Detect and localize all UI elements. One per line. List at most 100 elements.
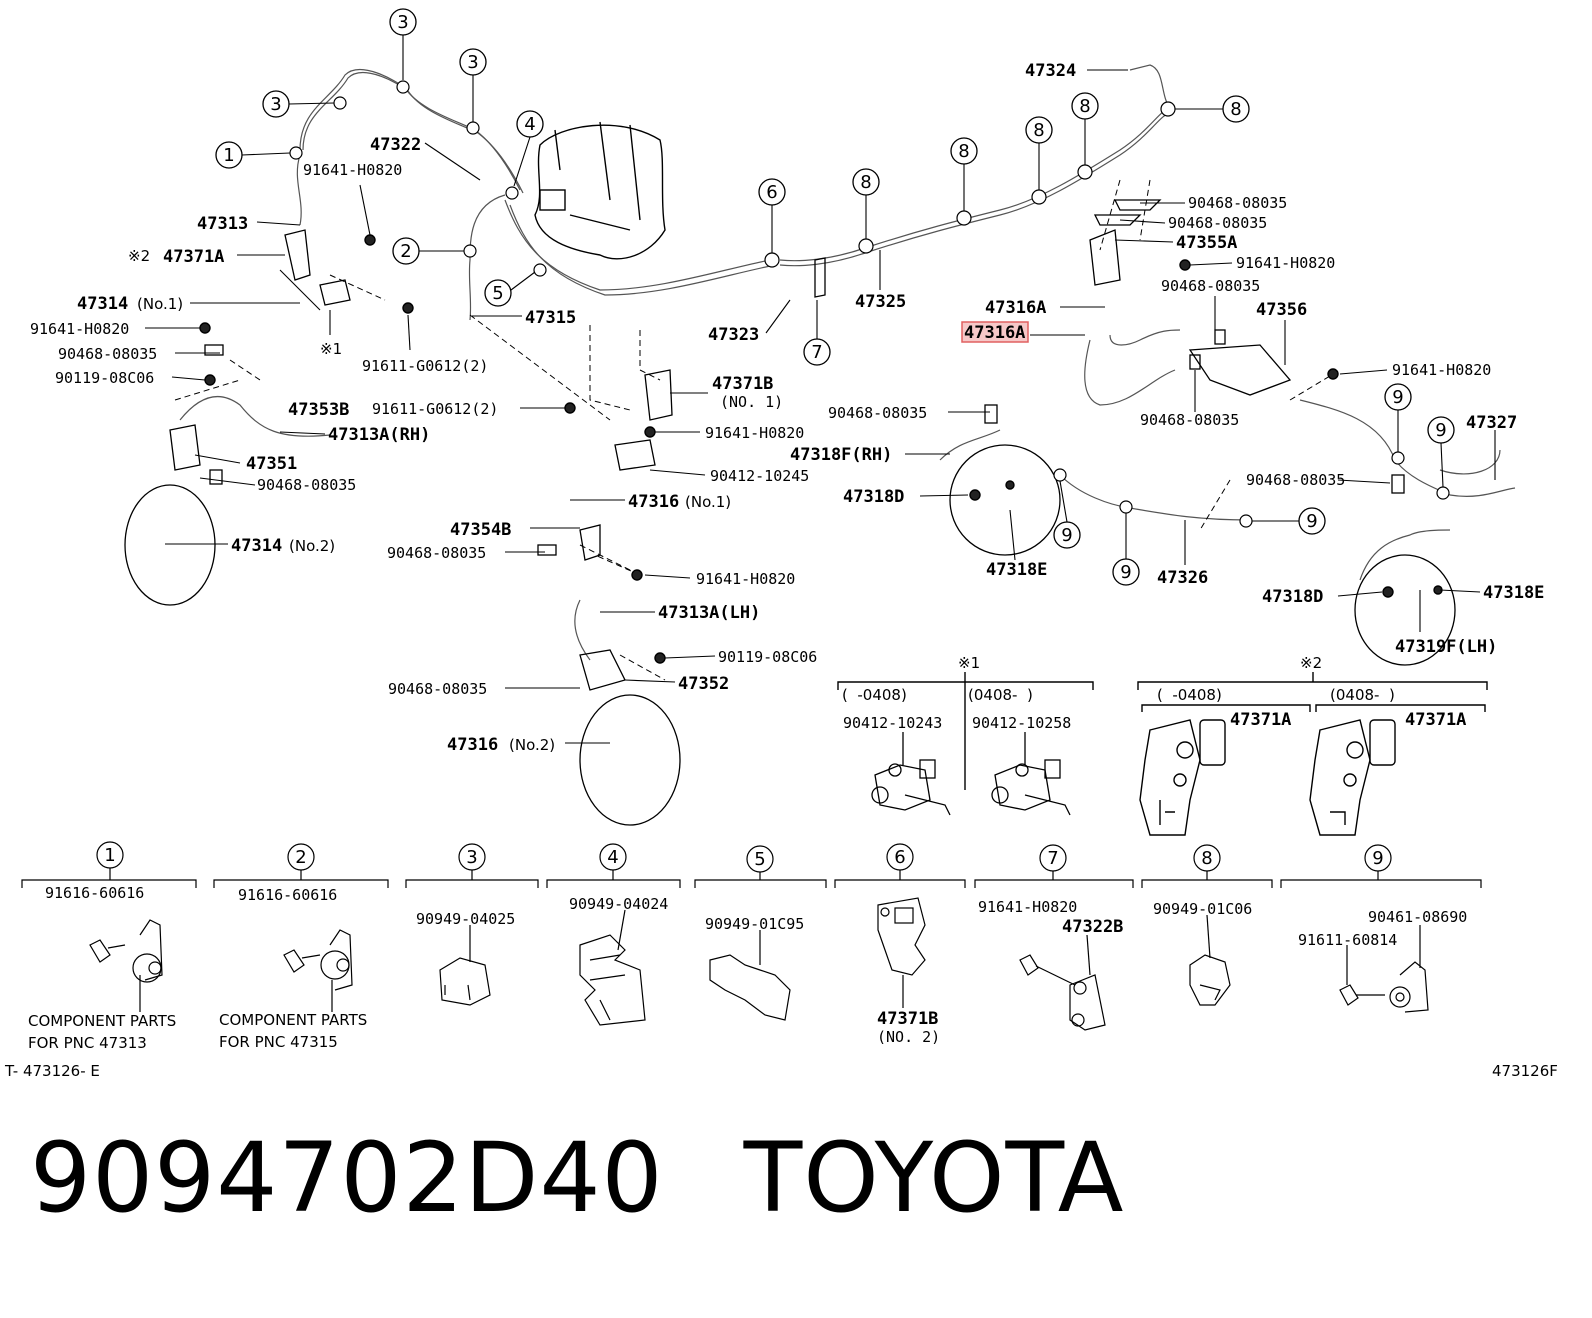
star1-label: ※1 <box>958 654 980 672</box>
variant-panel-star1: ※1 ( -0408) (0408- ) 90412-10243 90412-1… <box>837 654 1094 816</box>
label-47326: 47326 <box>1157 568 1208 588</box>
k7-pn2: 47322B <box>1062 917 1123 937</box>
label-47318D-a: 47318D <box>843 487 904 507</box>
k5-pn: 90949-01C95 <box>705 915 804 933</box>
label-47313: 47313 <box>197 214 248 234</box>
label-91641-H0820-c: 91641-H0820 <box>705 424 804 442</box>
engine-block <box>534 121 666 260</box>
label-no1c: (No.1) <box>685 493 731 511</box>
label-90468-08035-a: 90468-08035 <box>58 345 157 363</box>
part-labels: 47324 47322 91641-H0820 47313 ※2 47371A … <box>30 61 1544 755</box>
svg-text:2: 2 <box>295 847 306 868</box>
svg-text:9: 9 <box>1061 525 1072 546</box>
k3-pn: 90949-04025 <box>416 910 515 928</box>
component-strip <box>21 841 1482 1031</box>
label-no2b: (No.2) <box>509 736 555 754</box>
label-47316-no2: 47316 <box>447 735 498 755</box>
footer-part-number: 9094702D40 <box>30 1122 664 1234</box>
label-90468-08035-c: 90468-08035 <box>387 544 486 562</box>
label-47323: 47323 <box>708 325 759 345</box>
star1-pn2: 90412-10258 <box>972 714 1071 732</box>
label-47314-no1: 47314 <box>77 294 128 314</box>
label-91611-G0612-a: 91611-G0612(2) <box>362 357 488 375</box>
svg-text:1: 1 <box>223 145 234 166</box>
label-90119-08C06-a: 90119-08C06 <box>55 369 154 387</box>
label-47313A-lh: 47313A(LH) <box>658 603 760 623</box>
dashed-leaders <box>174 179 1341 681</box>
label-47318E-a: 47318E <box>986 560 1047 580</box>
label-47313A-rh: 47313A(RH) <box>328 425 430 445</box>
svg-text:9: 9 <box>1120 562 1131 583</box>
label-90468-08035-d: 90468-08035 <box>388 680 487 698</box>
label-91611-G0612-b: 91611-G0612(2) <box>372 400 498 418</box>
k9-pn2: 91611-60814 <box>1298 931 1397 949</box>
svg-text:7: 7 <box>811 342 822 363</box>
label-47316A-a: 47316A <box>985 298 1046 318</box>
label-47316-no1: 47316 <box>628 492 679 512</box>
callout-circles <box>215 8 1455 586</box>
k6-pn: 47371B <box>877 1009 938 1029</box>
svg-text:8: 8 <box>1230 99 1241 120</box>
k1-note1: COMPONENT PARTS <box>28 1012 176 1030</box>
highlight-box <box>961 321 1029 343</box>
svg-text:8: 8 <box>860 172 871 193</box>
sensor-circles <box>124 444 1456 826</box>
svg-text:7: 7 <box>1047 848 1058 869</box>
brake-lines <box>179 64 1516 661</box>
label-47318F-rh: 47318F(RH) <box>790 445 892 465</box>
svg-text:1: 1 <box>104 845 115 866</box>
k1-pn: 91616-60616 <box>45 884 144 902</box>
label-47316A-b: 47316A <box>964 323 1025 343</box>
label-91641-H0820-f: 91641-H0820 <box>1392 361 1491 379</box>
label-91641-H0820-b: 91641-H0820 <box>30 320 129 338</box>
label-47319F-lh: 47319F(LH) <box>1395 637 1497 657</box>
svg-text:2: 2 <box>400 241 411 262</box>
label-star2-main: ※2 <box>128 247 150 265</box>
svg-text:9: 9 <box>1306 511 1317 532</box>
label-91641-H0820-d: 91641-H0820 <box>696 570 795 588</box>
callout-numbers: 3 3 3 4 1 2 5 6 8 8 8 8 8 7 9 9 9 9 9 <box>223 12 1446 583</box>
svg-text:4: 4 <box>524 114 535 135</box>
label-no1: (No.1) <box>137 295 183 313</box>
k2-pn: 91616-60616 <box>238 886 337 904</box>
star2-label: ※2 <box>1300 654 1322 672</box>
star1-range2: (0408- ) <box>968 686 1033 704</box>
label-90468-08035-h: 90468-08035 <box>1140 411 1239 429</box>
label-47322: 47322 <box>370 135 421 155</box>
star2-range2: (0408- ) <box>1330 686 1395 704</box>
label-90468-08035-f: 90468-08035 <box>1168 214 1267 232</box>
label-90468-08035-b: 90468-08035 <box>257 476 356 494</box>
ref-left: T- 473126- E <box>4 1062 100 1080</box>
label-47318E-b: 47318E <box>1483 583 1544 603</box>
footer-brand: TOYOTA <box>743 1122 1125 1234</box>
variant-panel-star2: ※2 ( -0408) (0408- ) 47371A 47371A <box>1137 654 1488 836</box>
svg-text:9: 9 <box>1392 387 1403 408</box>
leader-lines <box>145 35 1496 744</box>
svg-text:9: 9 <box>1435 420 1446 441</box>
svg-text:9: 9 <box>1372 848 1383 869</box>
svg-text:8: 8 <box>958 141 969 162</box>
label-91641-H0820-e: 91641-H0820 <box>1236 254 1335 272</box>
label-star1-main: ※1 <box>320 340 342 358</box>
label-47324: 47324 <box>1025 61 1076 81</box>
label-47314-no2: 47314 <box>231 536 282 556</box>
label-90119-08C06-b: 90119-08C06 <box>718 648 817 666</box>
k6-sub: (NO. 2) <box>877 1028 940 1046</box>
label-47318D-b: 47318D <box>1262 587 1323 607</box>
k2-note1: COMPONENT PARTS <box>219 1011 367 1029</box>
star2-pn1: 47371A <box>1230 710 1291 730</box>
label-47371A: 47371A <box>163 247 224 267</box>
label-90468-08035-j: 90468-08035 <box>1246 471 1345 489</box>
k4-pn: 90949-04024 <box>569 895 668 913</box>
label-47327: 47327 <box>1466 413 1517 433</box>
label-90468-08035-g: 90468-08035 <box>1161 277 1260 295</box>
label-90412-10245: 90412-10245 <box>710 467 809 485</box>
k7-pn1: 91641-H0820 <box>978 898 1077 916</box>
label-47371B: 47371B <box>712 374 773 394</box>
svg-text:3: 3 <box>467 52 478 73</box>
svg-text:4: 4 <box>607 847 618 868</box>
ref-right: 473126F <box>1492 1062 1558 1080</box>
component-labels: 91616-60616 COMPONENT PARTS FOR PNC 4731… <box>28 884 1467 1052</box>
